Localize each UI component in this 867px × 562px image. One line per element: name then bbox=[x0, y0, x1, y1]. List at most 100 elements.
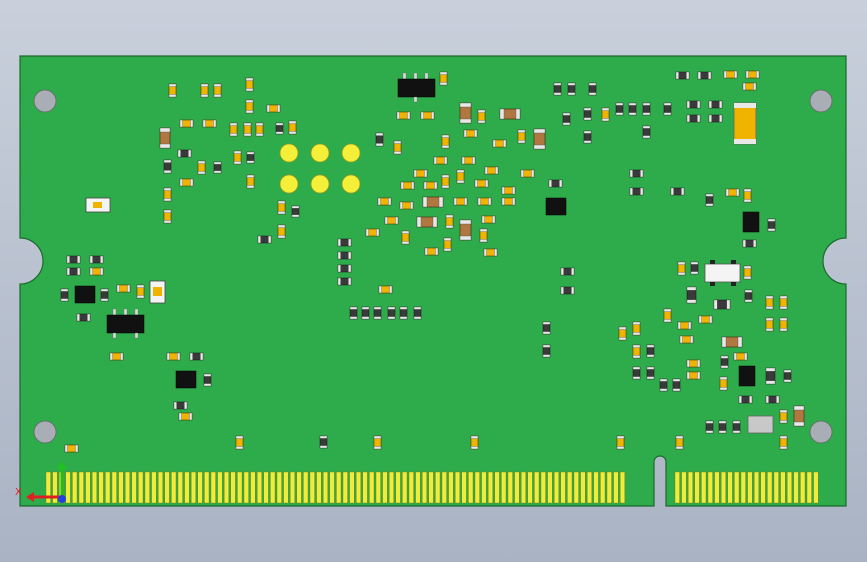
resistor[interactable] bbox=[257, 235, 272, 244]
capacitor[interactable] bbox=[200, 83, 209, 98]
capacitor[interactable] bbox=[277, 224, 286, 239]
resistor[interactable] bbox=[713, 299, 731, 310]
fuse-white-left-2[interactable] bbox=[149, 280, 166, 304]
capacitor[interactable] bbox=[393, 140, 402, 155]
resistor[interactable] bbox=[542, 344, 551, 358]
resistor[interactable] bbox=[413, 306, 422, 320]
capacitor[interactable] bbox=[255, 122, 264, 137]
capacitor[interactable] bbox=[679, 335, 694, 344]
capacitor[interactable] bbox=[765, 295, 774, 310]
crystal-oscillator[interactable] bbox=[704, 260, 741, 286]
capacitor[interactable] bbox=[445, 214, 454, 229]
capacitor[interactable] bbox=[373, 435, 382, 450]
resistor[interactable] bbox=[542, 321, 551, 335]
capacitor[interactable] bbox=[399, 201, 414, 210]
capacitor[interactable] bbox=[632, 344, 641, 359]
resistor[interactable] bbox=[189, 352, 204, 361]
resistor[interactable] bbox=[89, 255, 104, 264]
capacitor[interactable] bbox=[477, 197, 492, 206]
capacitor[interactable] bbox=[719, 376, 728, 391]
capacitor[interactable] bbox=[163, 187, 172, 202]
resistor[interactable] bbox=[548, 179, 563, 188]
tantalum-capacitor[interactable] bbox=[733, 102, 757, 145]
resistor[interactable] bbox=[672, 378, 681, 392]
resistor[interactable] bbox=[349, 306, 358, 320]
capacitor[interactable] bbox=[743, 188, 752, 203]
capacitor[interactable] bbox=[245, 77, 254, 92]
capacitor[interactable] bbox=[365, 228, 380, 237]
resistor[interactable] bbox=[337, 264, 352, 273]
resistor[interactable] bbox=[686, 114, 701, 123]
resistor[interactable] bbox=[246, 151, 255, 164]
capacitor[interactable] bbox=[64, 444, 79, 453]
capacitor[interactable] bbox=[463, 129, 478, 138]
resistor[interactable] bbox=[765, 395, 780, 404]
resistor[interactable] bbox=[560, 267, 575, 276]
resistor[interactable] bbox=[60, 288, 69, 302]
resistor[interactable] bbox=[642, 102, 651, 116]
resistor[interactable] bbox=[705, 420, 714, 434]
capacitor[interactable] bbox=[686, 371, 701, 380]
capacitor[interactable] bbox=[159, 127, 171, 149]
ic-so8-lower-left[interactable] bbox=[175, 370, 197, 389]
capacitor[interactable] bbox=[384, 216, 399, 225]
capacitor[interactable] bbox=[470, 435, 479, 450]
capacitor[interactable] bbox=[400, 181, 415, 190]
resistor[interactable] bbox=[615, 102, 624, 116]
capacitor[interactable] bbox=[441, 134, 450, 149]
resistor[interactable] bbox=[173, 401, 188, 410]
capacitor[interactable] bbox=[401, 230, 410, 245]
resistor[interactable] bbox=[628, 102, 637, 116]
resistor[interactable] bbox=[163, 159, 172, 174]
resistor[interactable] bbox=[708, 114, 723, 123]
resistor[interactable] bbox=[670, 187, 685, 196]
capacitor[interactable] bbox=[277, 200, 286, 215]
resistor[interactable] bbox=[560, 286, 575, 295]
resistor[interactable] bbox=[361, 306, 370, 320]
resistor[interactable] bbox=[744, 289, 753, 303]
capacitor[interactable] bbox=[779, 435, 788, 450]
capacitor[interactable] bbox=[632, 321, 641, 336]
capacitor[interactable] bbox=[453, 197, 468, 206]
capacitor[interactable] bbox=[483, 248, 498, 257]
capacitor[interactable] bbox=[481, 215, 496, 224]
resistor[interactable] bbox=[553, 82, 562, 96]
capacitor[interactable] bbox=[474, 179, 489, 188]
resistor[interactable] bbox=[659, 378, 668, 392]
resistor[interactable] bbox=[177, 149, 192, 158]
capacitor[interactable] bbox=[616, 435, 625, 450]
capacitor[interactable] bbox=[501, 197, 516, 206]
capacitor[interactable] bbox=[459, 102, 472, 124]
passive-components[interactable] bbox=[60, 70, 805, 453]
capacitor[interactable] bbox=[517, 129, 526, 144]
capacitor[interactable] bbox=[793, 405, 805, 427]
resistor[interactable] bbox=[675, 71, 690, 80]
capacitor[interactable] bbox=[168, 83, 177, 98]
capacitor[interactable] bbox=[424, 247, 439, 256]
capacitor[interactable] bbox=[243, 122, 252, 137]
capacitor[interactable] bbox=[779, 409, 788, 424]
capacitor[interactable] bbox=[456, 169, 465, 184]
capacitor[interactable] bbox=[197, 160, 206, 175]
resistor[interactable] bbox=[718, 420, 727, 434]
capacitor[interactable] bbox=[433, 156, 448, 165]
capacitor[interactable] bbox=[166, 352, 181, 361]
capacitor[interactable] bbox=[745, 70, 760, 79]
fuse-white-left[interactable] bbox=[85, 197, 111, 213]
resistor[interactable] bbox=[567, 82, 576, 96]
resistor[interactable] bbox=[213, 161, 222, 174]
capacitor[interactable] bbox=[461, 156, 476, 165]
capacitor[interactable] bbox=[459, 219, 472, 241]
resistor[interactable] bbox=[642, 125, 651, 139]
resistor[interactable] bbox=[646, 366, 655, 380]
resistor[interactable] bbox=[697, 71, 712, 80]
resistor[interactable] bbox=[686, 100, 701, 109]
resistor[interactable] bbox=[738, 395, 753, 404]
resistor[interactable] bbox=[375, 132, 384, 147]
ic-so8-right[interactable] bbox=[742, 211, 760, 233]
capacitor[interactable] bbox=[779, 295, 788, 310]
ic-so8-lower-right[interactable] bbox=[738, 365, 756, 387]
capacitor[interactable] bbox=[492, 139, 507, 148]
capacitor[interactable] bbox=[213, 83, 222, 98]
